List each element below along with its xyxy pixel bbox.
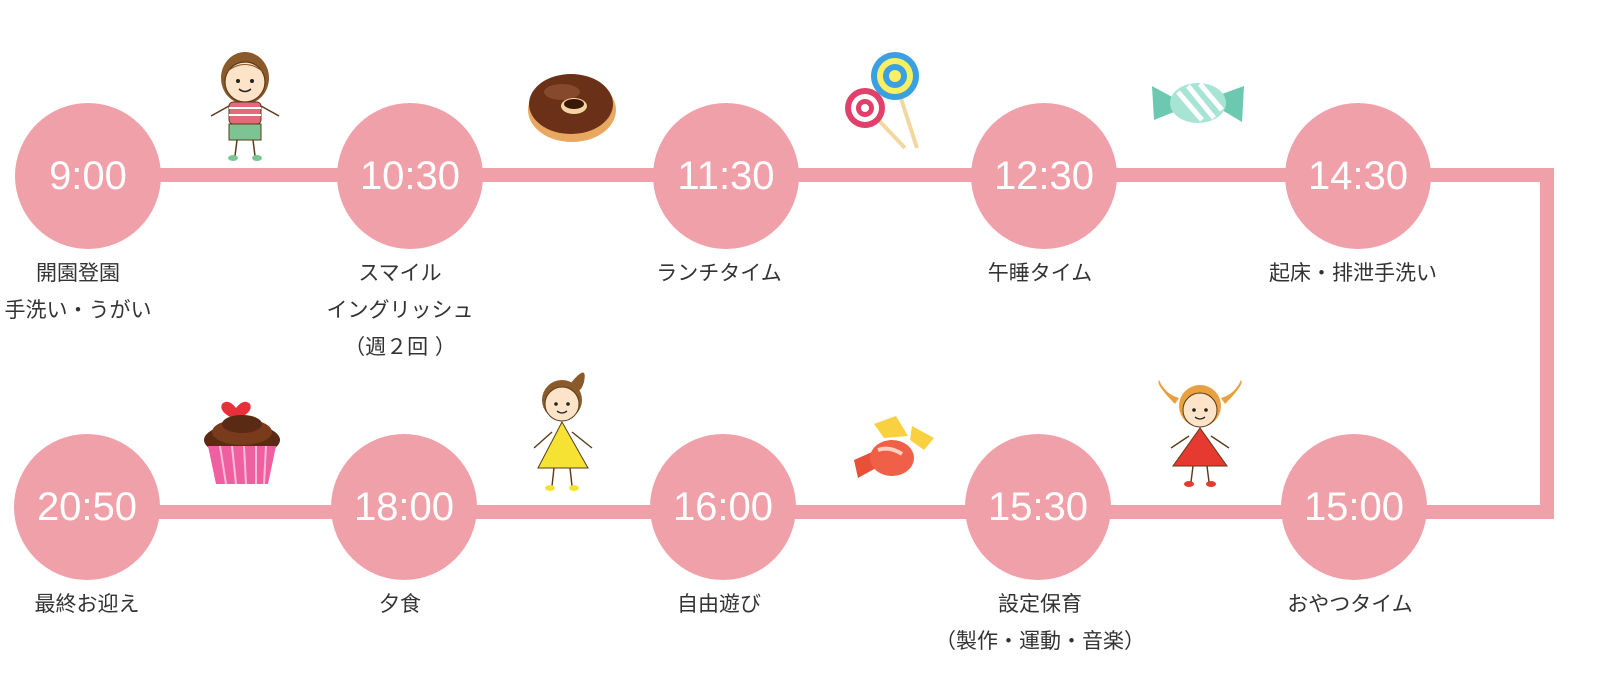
time-node-1600: 16:00: [650, 434, 796, 580]
time-label: 9:00: [49, 153, 127, 198]
activity-label-1130: ランチタイム: [599, 255, 839, 292]
activity-text: 起床・排泄手洗い: [1269, 261, 1437, 285]
activity-label-1030: スマイル イングリッシュ （週２回 ）: [280, 255, 520, 366]
activity-label-1430: 起床・排泄手洗い: [1233, 255, 1473, 292]
time-label: 11:30: [677, 153, 775, 198]
time-node-1130: 11:30: [653, 103, 799, 249]
activity-text: ランチタイム: [656, 261, 782, 285]
wrapped-candy-icon: [1152, 82, 1244, 123]
activity-label-1230: 午睡タイム: [920, 255, 1160, 292]
lollipop-icon: [845, 52, 919, 150]
time-label: 18:00: [353, 484, 455, 529]
activity-text: 午睡タイム: [987, 261, 1093, 285]
time-node-1030: 10:30: [337, 103, 483, 249]
activity-text: 最終お迎え: [34, 592, 140, 616]
candy-icon: [854, 416, 934, 478]
time-node-0900: 9:00: [15, 103, 161, 249]
activity-text: スマイル: [358, 261, 442, 285]
activity-text: （週２回 ）: [344, 335, 456, 359]
time-label: 15:00: [1303, 484, 1405, 529]
activity-label-1600: 自由遊び: [599, 586, 839, 623]
boy-illustration: [210, 52, 280, 161]
activity-text: （製作・運動・音楽）: [935, 629, 1145, 653]
activity-text: 設定保育: [998, 592, 1082, 616]
activity-text: 開園登園: [36, 261, 120, 285]
time-label: 14:30: [1307, 153, 1409, 198]
time-node-1530: 15:30: [965, 434, 1111, 580]
girl-pigtails-illustration: [1158, 380, 1242, 487]
timeline-track-right: [1540, 168, 1554, 519]
time-label: 16:00: [672, 484, 774, 529]
time-label: 10:30: [359, 153, 461, 198]
activity-text: 夕食: [379, 592, 421, 616]
cupcake-icon: [204, 401, 280, 485]
time-node-1800: 18:00: [331, 434, 477, 580]
time-node-1230: 12:30: [971, 103, 1117, 249]
time-label: 12:30: [993, 153, 1095, 198]
time-label: 20:50: [36, 484, 138, 529]
time-node-1430: 14:30: [1285, 103, 1431, 249]
time-node-1500: 15:00: [1281, 434, 1427, 580]
activity-label-1800: 夕食: [280, 586, 520, 623]
activity-text: おやつタイム: [1287, 592, 1413, 616]
activity-text: 手洗い・うがい: [4, 298, 152, 322]
activity-label-1530: 設定保育 （製作・運動・音楽）: [920, 586, 1160, 660]
activity-text: 自由遊び: [677, 592, 761, 616]
activity-label-0900: 開園登園 手洗い・うがい: [0, 255, 198, 329]
time-label: 15:30: [987, 484, 1089, 529]
time-node-2050: 20:50: [14, 434, 160, 580]
donut-icon: [528, 74, 616, 142]
activity-label-1500: おやつタイム: [1230, 586, 1470, 623]
girl-ponytail-illustration: [533, 372, 593, 491]
activity-text: イングリッシュ: [326, 298, 474, 322]
activity-label-2050: 最終お迎え: [0, 586, 207, 623]
